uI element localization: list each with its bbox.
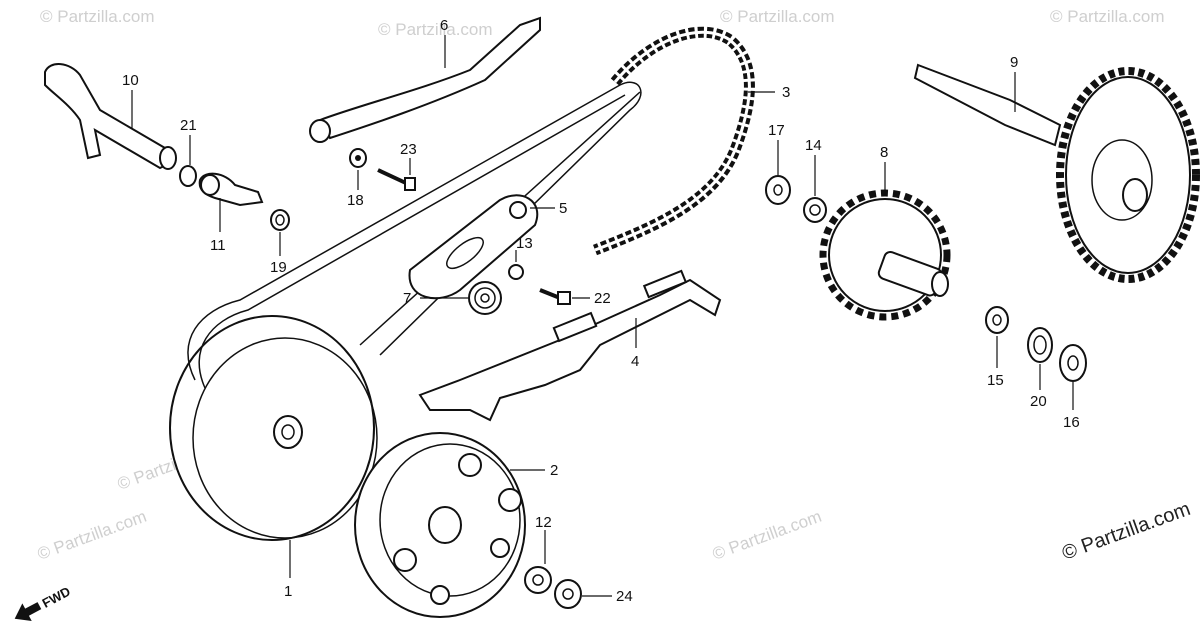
- callout-3: 3: [782, 84, 790, 101]
- fwd-label: FWD: [40, 584, 73, 611]
- part-11-arm: [198, 172, 264, 207]
- callout-7: 7: [403, 290, 411, 307]
- callout-4: 4: [631, 353, 639, 370]
- callout-19: 19: [270, 259, 287, 276]
- watermark: © Partzilla.com: [35, 507, 149, 564]
- callout-8: 8: [880, 144, 888, 161]
- part-22-bolt: [539, 288, 571, 305]
- callout-11: 11: [210, 237, 226, 254]
- leader-lines: [131, 35, 1074, 597]
- arrow-left-icon: [14, 602, 42, 622]
- part-6-chain-guide: [309, 16, 541, 143]
- callout-17: 17: [768, 122, 785, 139]
- forward-direction-indicator: FWD: [14, 584, 73, 622]
- part-2-clutch-assembly: [354, 432, 526, 618]
- callout-10: 10: [122, 72, 139, 89]
- part-10-arm-shaft: [44, 63, 177, 170]
- part-3-drive-chain: [593, 26, 755, 256]
- callout-23: 23: [400, 141, 417, 158]
- callout-15: 15: [987, 372, 1004, 389]
- callout-6: 6: [440, 17, 448, 34]
- callout-labels: 1 2 3 4 5 6 7 8 9 10 11 12 13 14 15 16 1…: [122, 17, 1080, 605]
- part-21-washer: [179, 165, 197, 187]
- copyright-watermark: © Partzilla.com: [1059, 498, 1193, 565]
- callout-12: 12: [535, 514, 552, 531]
- part-16-washer: [1059, 344, 1087, 382]
- callout-18: 18: [347, 192, 364, 209]
- callout-20: 20: [1030, 393, 1047, 410]
- part-14-nut: [803, 197, 827, 223]
- callout-16: 16: [1063, 414, 1080, 431]
- watermark: © Partzilla.com: [720, 7, 835, 26]
- part-7-roller: [468, 281, 502, 315]
- part-18-washer: [349, 148, 367, 168]
- callout-21: 21: [180, 117, 197, 134]
- callout-24: 24: [616, 588, 633, 605]
- callout-2: 2: [550, 462, 558, 479]
- part-20-bearing: [1027, 327, 1053, 363]
- watermark: © Partzilla.com: [710, 507, 824, 564]
- callout-5: 5: [559, 200, 567, 217]
- callout-14: 14: [805, 137, 822, 154]
- part-8-sprocket: [819, 189, 951, 321]
- part-1-drive-pulley: [169, 315, 378, 541]
- watermark: © Partzilla.com: [40, 7, 155, 26]
- callout-1: 1: [284, 583, 292, 600]
- callout-22: 22: [594, 290, 611, 307]
- part-24-nut: [554, 579, 582, 609]
- part-5-tensioner-arm: [408, 194, 539, 300]
- part-15-washer: [985, 306, 1009, 334]
- part-19-nut: [270, 209, 290, 231]
- watermark: © Partzilla.com: [378, 20, 493, 39]
- part-17-washer: [765, 175, 791, 205]
- watermark: © Partzilla.com: [1050, 7, 1165, 26]
- callout-9: 9: [1010, 54, 1018, 71]
- part-9-output-shaft-gear: [913, 63, 1200, 283]
- part-23-bolt: [377, 168, 416, 191]
- part-4-bracket: [418, 269, 722, 422]
- callout-13: 13: [516, 235, 533, 252]
- part-12-washer: [524, 566, 552, 594]
- part-13-nut: [508, 264, 524, 280]
